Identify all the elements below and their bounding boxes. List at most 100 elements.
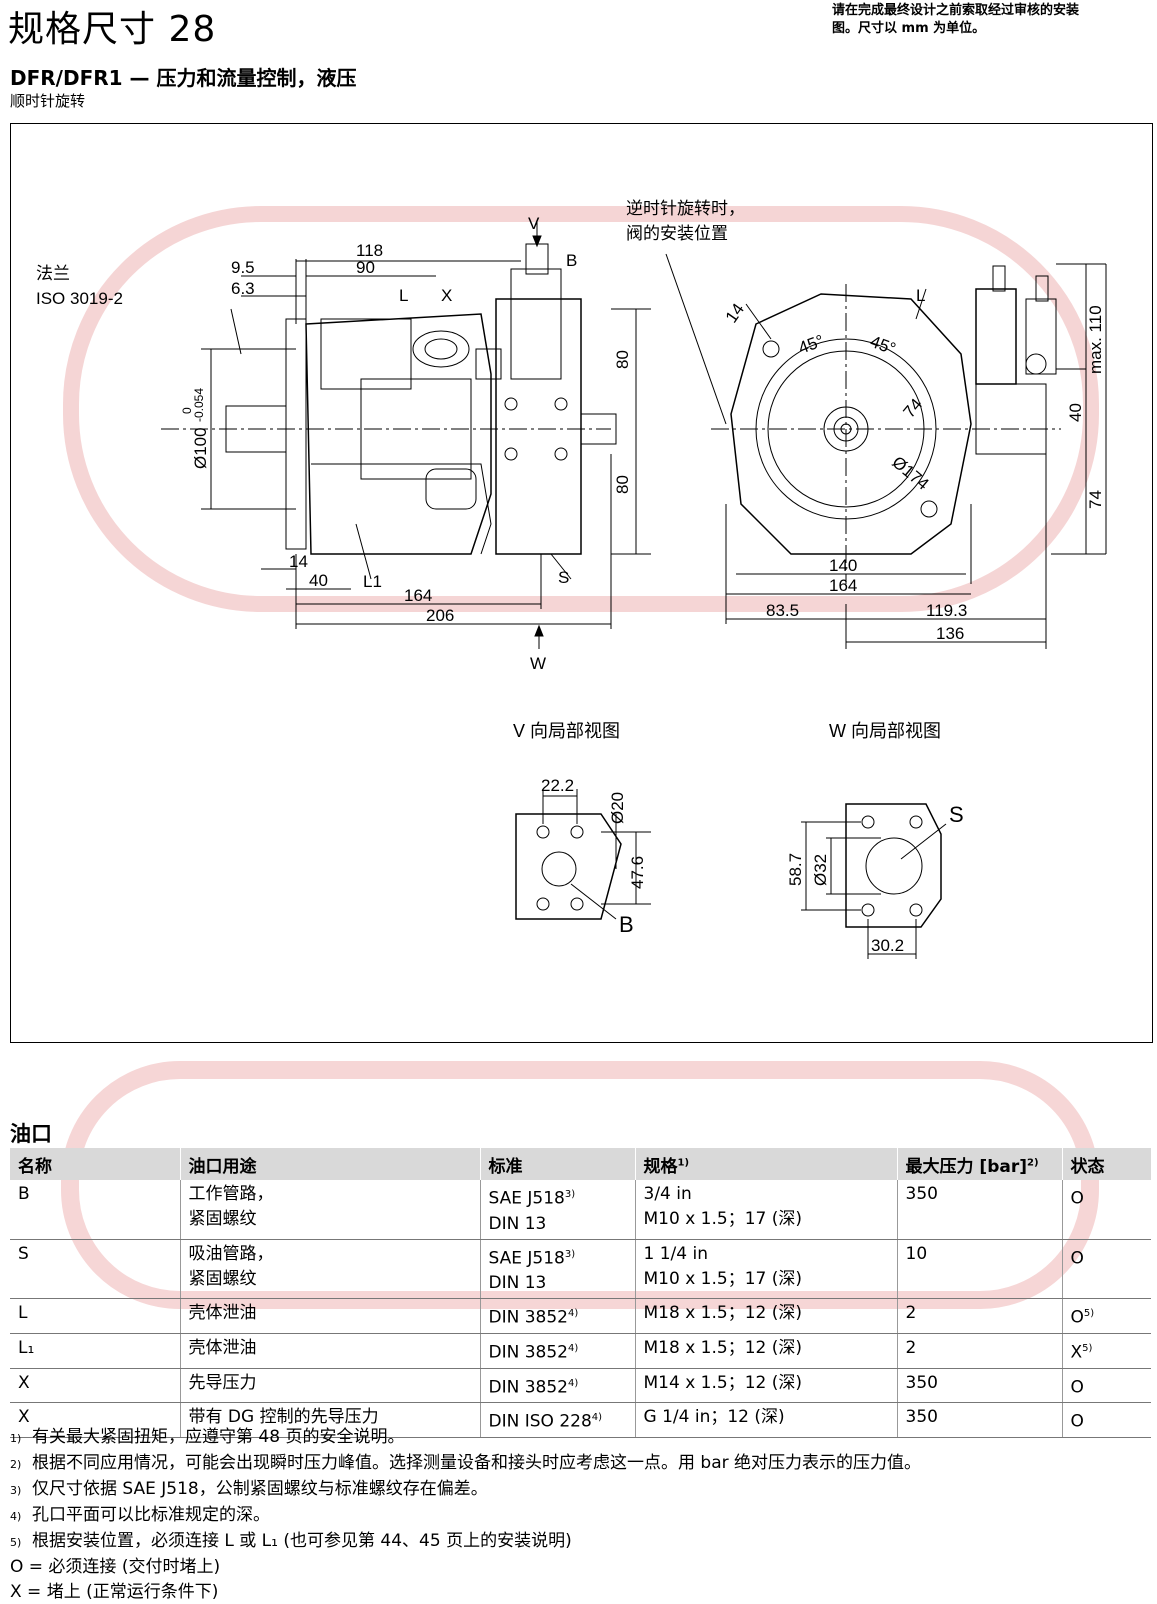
port-state: O — [1061, 1402, 1151, 1438]
dim-dia-174: Ø174 — [888, 453, 932, 494]
flange-label: 法兰 — [36, 264, 70, 283]
footnote-3: 3)仅尺寸依据 SAE J518，公制紧固螺纹与标准螺纹存在偏差。 — [10, 1477, 921, 1503]
dim-140: 140 — [829, 556, 857, 575]
front-view — [665, 253, 1107, 649]
view-v-port-b: B — [619, 912, 634, 937]
partial-view-w — [801, 803, 947, 959]
dim-14-front: 14 — [722, 300, 748, 326]
port-standard-line-2: DIN 13 — [488, 1213, 547, 1234]
dim-164-front: 164 — [829, 576, 857, 595]
port-standard-footnote: 4) — [568, 1308, 579, 1320]
dim-dia-20: Ø20 — [608, 792, 627, 824]
port-standard-line-2: DIN 13 — [488, 1273, 547, 1294]
dim-47-6: 47.6 — [628, 856, 647, 889]
ports-section-title: 油口 — [10, 1122, 52, 1146]
port-spec-line-2: M10 x 1.5；17 (深) — [643, 1268, 803, 1289]
port-state: O5) — [1061, 1298, 1151, 1334]
partial-view-v — [515, 789, 651, 920]
port-l-label: L — [399, 286, 408, 305]
table-row: X 带有 DG 控制的先导压力 DIN ISO 2284) G 1/4 in；1… — [10, 1402, 1151, 1438]
port-standard: DIN ISO 2284) — [479, 1402, 635, 1438]
dimension-drawing-frame: 法兰 ISO 3019-2 逆时针旋转时， 阀的安装位置 V B L X S L… — [10, 123, 1153, 1043]
port-pressure: 2 — [896, 1298, 1062, 1334]
dim-83-5: 83.5 — [766, 601, 799, 620]
port-standard-footnote: 4) — [568, 1342, 579, 1354]
port-state-value: O — [1070, 1248, 1084, 1269]
header-state: 状态 — [1061, 1148, 1151, 1180]
port-state-footnote: 5) — [1082, 1342, 1093, 1354]
port-spec-line-2: M10 x 1.5；17 (深) — [643, 1209, 803, 1229]
port-use-line-2: 紧固螺纹 — [188, 1209, 257, 1229]
footnotes: 1)有关最大紧固扭矩，应遵守第 48 页的安全说明。 2)根据不同应用情况，可能… — [10, 1425, 921, 1604]
port-spec-line-1: 1 1/4 in — [643, 1243, 708, 1264]
port-standard-line-1: DIN 3852 — [488, 1342, 569, 1363]
review-note: 请在完成最终设计之前索取经过审核的安装 图。尺寸以 mm 为单位。 — [832, 2, 1152, 38]
ports-table: 名称 油口用途 标准 规格1) 最大压力 [bar]2) 状态 B 工作管路，紧… — [10, 1148, 1151, 1438]
port-state: O — [1061, 1180, 1151, 1240]
view-w-port-s: S — [949, 802, 964, 827]
header-pressure-footnote: 2) — [1026, 1156, 1039, 1168]
dim-206: 206 — [426, 606, 454, 625]
port-standard-line-1: SAE J518 — [488, 1188, 565, 1209]
dim-74-radial: 74 — [900, 395, 927, 422]
port-state-value: X — [1070, 1342, 1083, 1363]
port-spec: G 1/4 in；12 (深) — [634, 1402, 897, 1438]
port-name: L — [10, 1298, 180, 1334]
port-use: 工作管路， 紧固螺纹 — [179, 1180, 480, 1240]
dim-40-front: 40 — [1066, 403, 1085, 422]
legend-o: O = 必须连接 (交付时堵上) — [10, 1557, 221, 1577]
port-use: 吸油管路， 紧固螺纹 — [179, 1239, 480, 1300]
port-use-line-2: 紧固螺纹 — [188, 1268, 257, 1289]
footnote-2: 2)根据不同应用情况，可能会出现瞬时压力峰值。选择测量设备和接头时应考虑这一点。… — [10, 1451, 921, 1477]
dim-80-upper: 80 — [613, 350, 632, 369]
port-v-label: V — [528, 214, 540, 233]
port-standard-line-1: DIN 3852 — [488, 1307, 569, 1328]
port-standard: DIN 38524) — [479, 1298, 635, 1334]
port-state-value: O — [1070, 1188, 1084, 1209]
dim-58-7: 58.7 — [786, 853, 805, 886]
port-standard: DIN 38524) — [479, 1368, 635, 1404]
port-state-footnote: 5) — [1083, 1308, 1095, 1320]
port-name: X — [10, 1368, 180, 1404]
header-spec-text: 规格 — [643, 1156, 678, 1177]
footnote-4: 4) 孔口平面可以比标准规定的深。 — [10, 1503, 921, 1529]
dim-14-side: 14 — [289, 552, 308, 571]
dim-118: 118 — [356, 241, 383, 260]
view-w-arrow-label: W — [530, 654, 546, 673]
watermark-logo — [63, 206, 1099, 612]
port-use-line-1: 吸油管路， — [188, 1243, 274, 1264]
dim-max-110: max. 110 — [1086, 305, 1105, 374]
port-name: X — [10, 1402, 180, 1438]
port-pressure: 350 — [896, 1368, 1062, 1404]
port-use: 壳体泄油 — [179, 1333, 480, 1369]
port-use-line-1: 工作管路， — [188, 1184, 274, 1204]
header-spec-footnote: 1) — [677, 1156, 690, 1168]
dim-74: 74 — [1086, 490, 1105, 509]
port-standard-line-1: DIN ISO 228 — [488, 1411, 592, 1432]
footnote-1-text: 有关最大紧固扭矩，应遵守第 48 页的安全说明。 — [32, 1427, 405, 1447]
footnote-5: 5)根据安装位置，必须连接 L 或 L₁ (也可参见第 44、45 页上的安装说… — [10, 1529, 921, 1555]
table-header-row: 名称 油口用途 标准 规格1) 最大压力 [bar]2) 状态 — [10, 1148, 1151, 1180]
dim-9-5: 9.5 — [231, 258, 255, 277]
dim-164-side: 164 — [404, 586, 432, 605]
table-row: X 先导压力 DIN 38524) M14 x 1.5；12 (深) 350 O — [10, 1368, 1151, 1404]
port-x-label: X — [441, 286, 452, 305]
port-spec: M18 x 1.5；12 (深) — [634, 1298, 897, 1334]
footnote-2-number: 2) — [10, 1458, 22, 1471]
port-standard-footnote: 3) — [564, 1189, 576, 1200]
dim-dia-100: Ø100 — [191, 427, 210, 469]
dim-tolerance-upper: 0 — [180, 407, 194, 414]
front-port-l-label: L — [916, 286, 925, 305]
review-note-line-1: 请在完成最终设计之前索取经过审核的安装 — [832, 3, 1080, 18]
footnote-4-number: 4) — [10, 1510, 22, 1523]
port-state: O — [1061, 1239, 1151, 1300]
port-spec: M14 x 1.5；12 (深) — [634, 1368, 897, 1404]
header-standard: 标准 — [479, 1148, 635, 1180]
port-b-label: B — [566, 251, 577, 270]
port-state-value: O — [1070, 1377, 1084, 1398]
footnote-4-text: 孔口平面可以比标准规定的深。 — [32, 1505, 270, 1525]
header-name: 名称 — [10, 1148, 180, 1180]
